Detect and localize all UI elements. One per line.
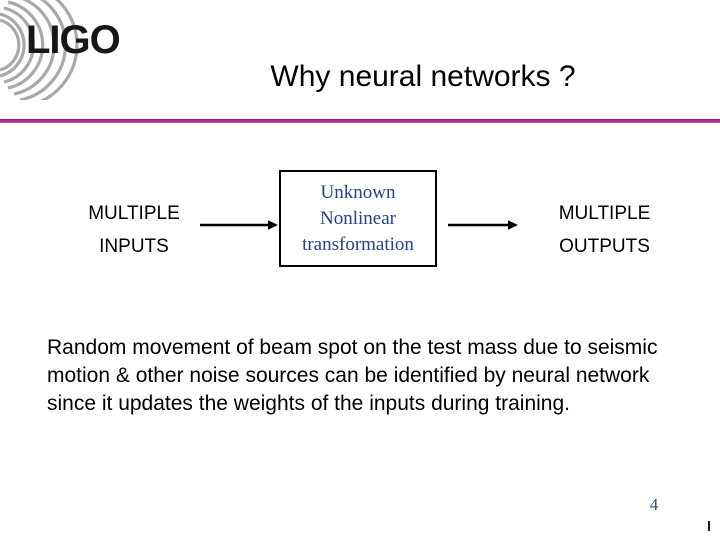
page-title: Why neural networks ? bbox=[0, 60, 720, 94]
transform-box-line3: transformation bbox=[302, 233, 414, 255]
outputs-label-line1: MULTIPLE bbox=[558, 203, 651, 224]
arrow-input-to-box-icon bbox=[200, 220, 278, 230]
ligo-wordmark: LIGO bbox=[26, 18, 121, 62]
inputs-label-line2: INPUTS bbox=[99, 236, 169, 257]
header-divider bbox=[0, 119, 720, 123]
page-title-text: Why neural networks ? bbox=[270, 60, 576, 93]
flow-diagram: MULTIPLE INPUTS Unknown Nonlinear transf… bbox=[0, 165, 720, 285]
transform-box: Unknown Nonlinear transformation bbox=[279, 170, 437, 267]
corner-tick-mark bbox=[708, 521, 710, 531]
inputs-label-line1: MULTIPLE bbox=[88, 203, 180, 224]
ligo-logo: LIGO bbox=[0, 0, 160, 100]
outputs-label: MULTIPLE OUTPUTS bbox=[512, 197, 697, 263]
body-paragraph: Random movement of beam spot on the test… bbox=[47, 336, 658, 415]
inputs-label: MULTIPLE INPUTS bbox=[48, 197, 220, 263]
outputs-label-line2: OUTPUTS bbox=[559, 236, 650, 257]
transform-box-line2: Nonlinear bbox=[320, 207, 396, 229]
transform-box-line1: Unknown bbox=[320, 181, 396, 203]
ligo-rings-icon bbox=[0, 0, 79, 100]
page-number: 4 bbox=[649, 495, 659, 514]
arrow-box-to-output-icon bbox=[448, 220, 518, 230]
